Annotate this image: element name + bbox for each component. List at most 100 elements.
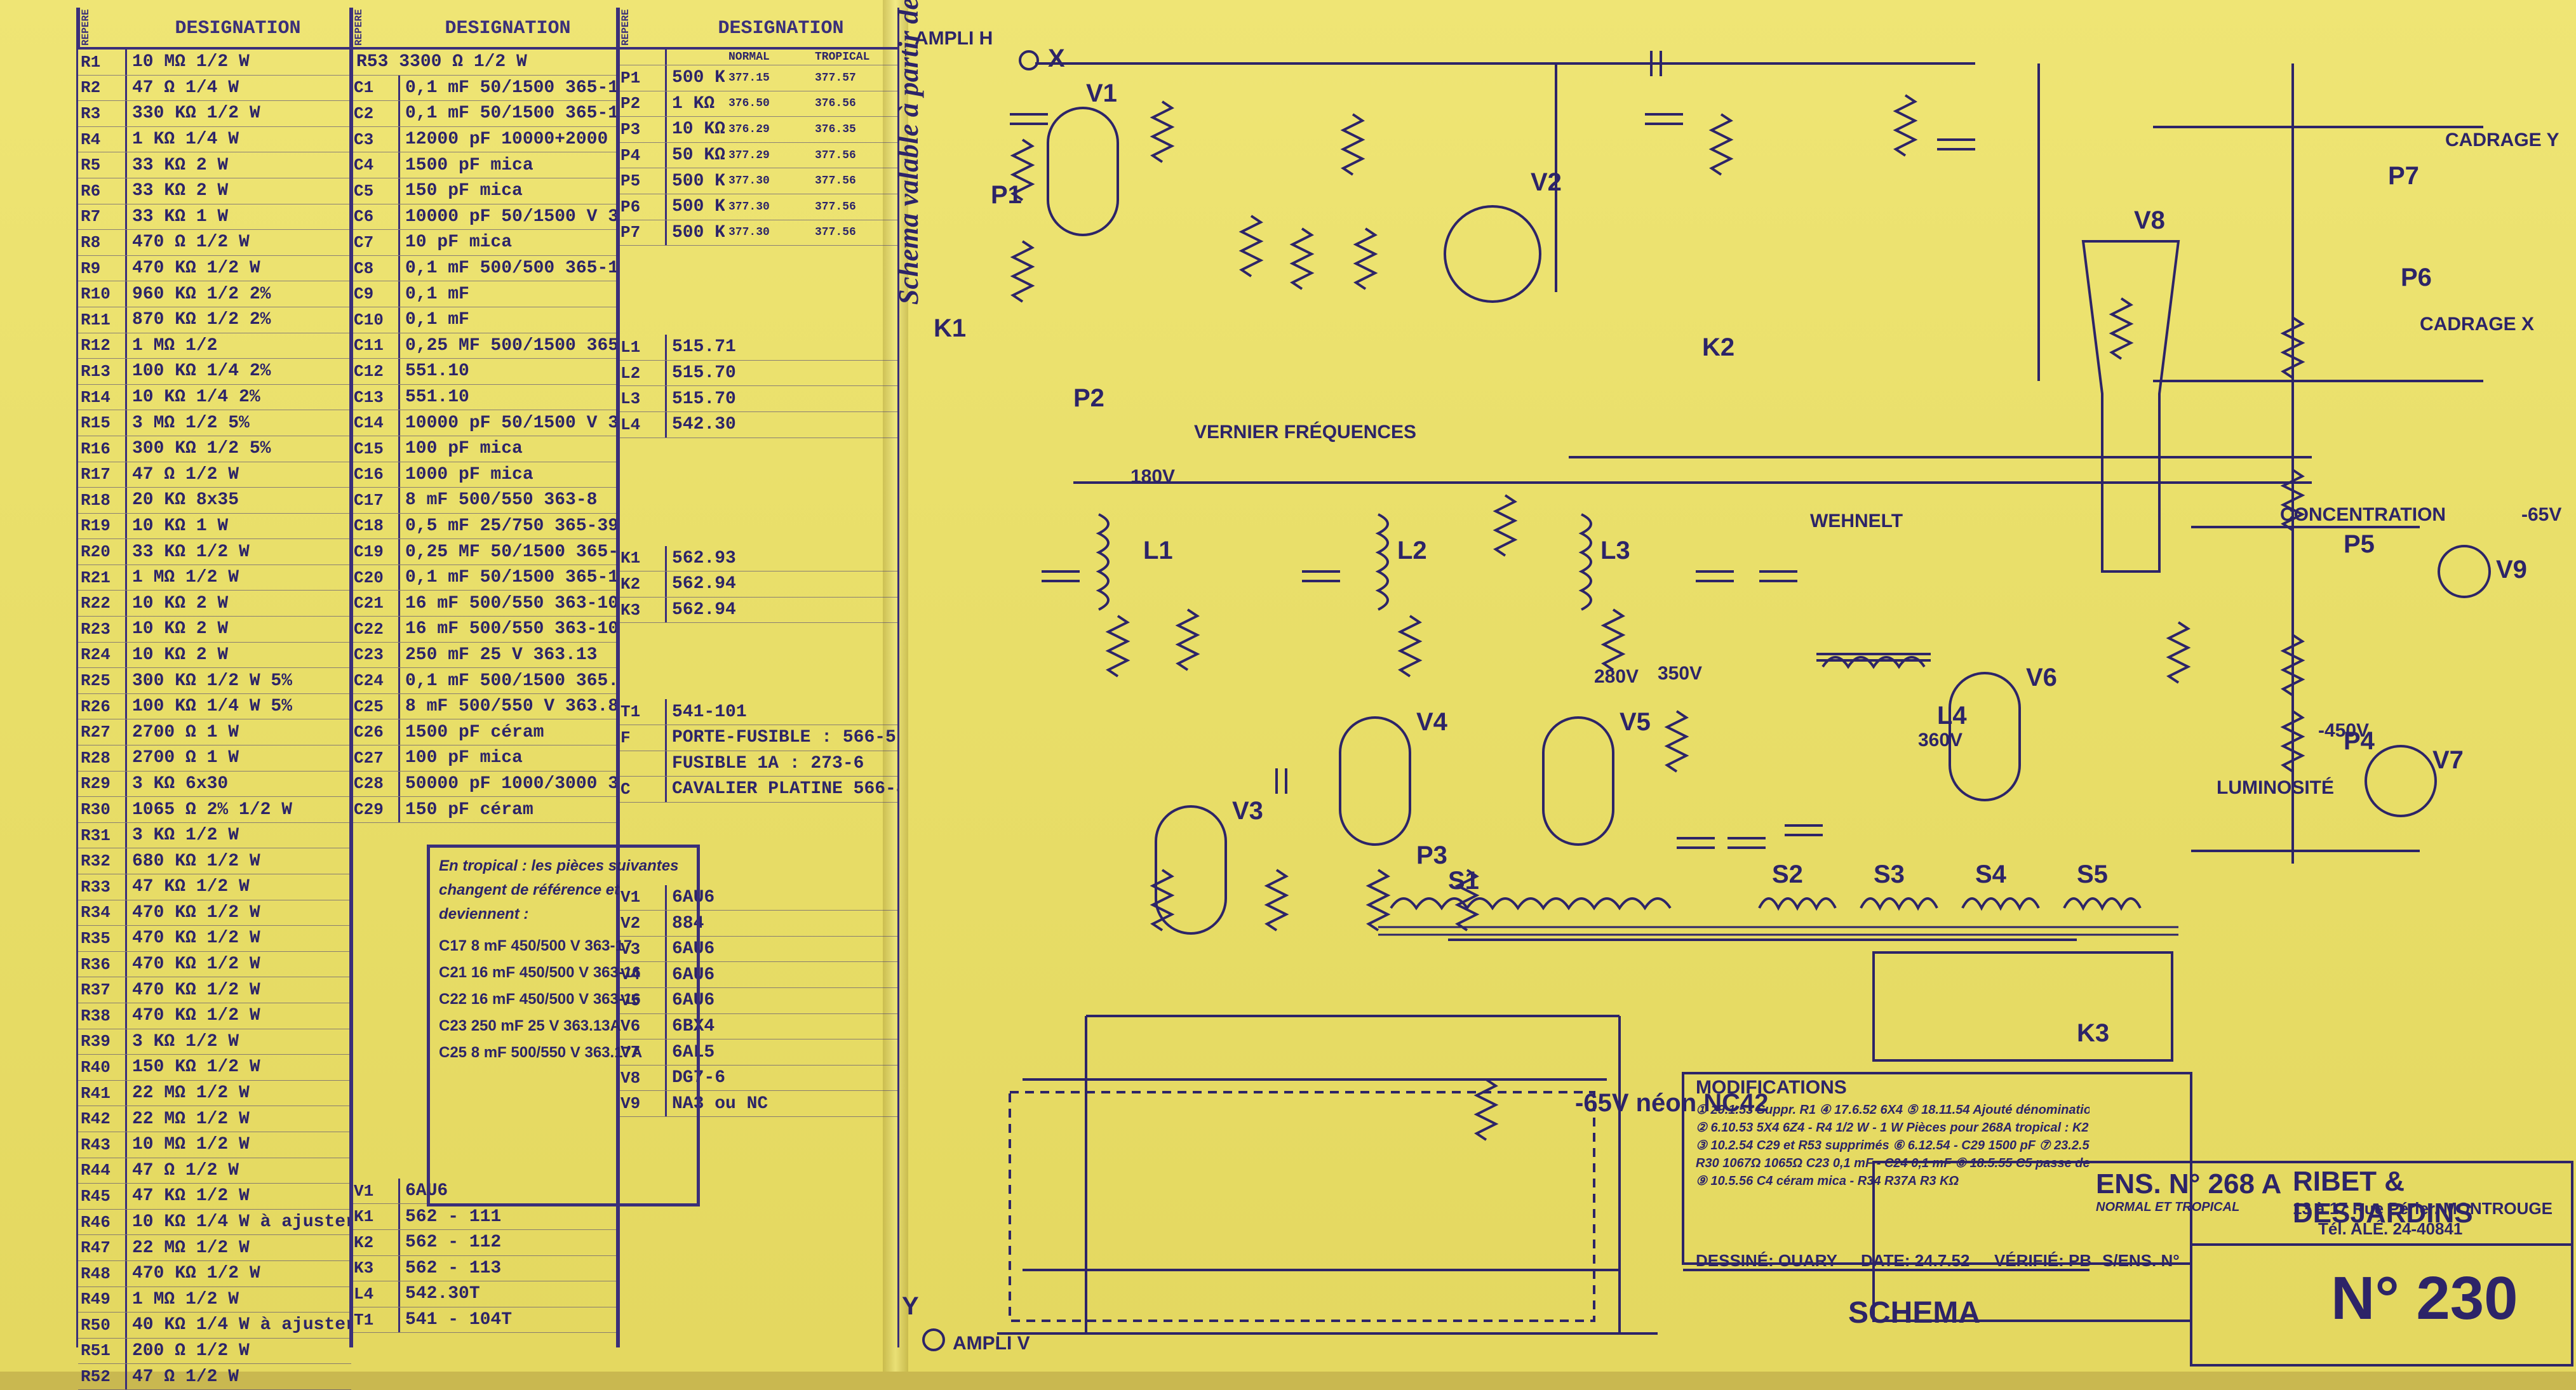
- designation-cell: 470 KΩ 1/2 W: [132, 1264, 260, 1284]
- designation-cell: 33 KΩ 1 W: [132, 206, 229, 227]
- repere-cell: C5: [351, 178, 400, 204]
- repere-cell: R20: [78, 539, 127, 565]
- tropical-title: En tropical : les pièces suivantes chang…: [439, 857, 679, 923]
- repere-cell: R46: [78, 1209, 127, 1235]
- repere-cell: V8: [618, 1065, 667, 1091]
- designation-cell: 12000 pF 10000+2000: [405, 130, 608, 150]
- resistor: [1454, 869, 1480, 932]
- designation-cell: 0,1 mF: [405, 310, 469, 330]
- repere-cell: R4: [78, 126, 127, 152]
- component-label: L4: [1937, 702, 1967, 730]
- repere-cell: K1: [618, 545, 667, 571]
- company-name: RIBET & DESJARDINS: [2293, 1166, 2473, 1229]
- designation-cell: 100 pF mica: [405, 748, 523, 768]
- repere-cell: R26: [78, 693, 127, 719]
- designation-cell: 2700 Ω 1 W: [132, 722, 239, 742]
- designation-cell: 1065 Ω 2% 1/2 W: [132, 799, 293, 820]
- repere-cell: K1: [351, 1204, 400, 1229]
- component-label: S3: [1874, 860, 1905, 888]
- table-row: FUSIBLE 1A : 273-6: [618, 751, 897, 777]
- resistor: [1664, 710, 1689, 773]
- tropical-code-cell: 377.56: [815, 175, 856, 188]
- tropical-item: C17 8 mF 450/500 V 363-17: [439, 937, 633, 954]
- repere-cell: R31: [78, 822, 127, 848]
- repere-cell: R37: [78, 977, 127, 1003]
- designation-cell: 470 KΩ 1/2 W: [132, 980, 260, 1000]
- repere-cell: R51: [78, 1338, 127, 1364]
- repere-cell: R41: [78, 1080, 127, 1106]
- repere-cell: L4: [618, 411, 667, 438]
- designation-cell: 0,5 mF 25/750 365-39: [405, 516, 618, 536]
- ens-subtitle: NORMAL ET TROPICAL: [2096, 1200, 2240, 1214]
- capacitor: [1677, 837, 1715, 849]
- designation-cell: 10 KΩ BoB: [672, 119, 725, 140]
- repere-cell: V6: [618, 1013, 667, 1039]
- resistor: [1150, 869, 1175, 932]
- designation-cell: 1 MΩ 1/2: [132, 335, 218, 356]
- repere-cell: C28: [351, 771, 400, 797]
- repere-cell: C1: [351, 75, 400, 101]
- resistor: [1708, 113, 1734, 176]
- resistor: [1893, 94, 1918, 157]
- designation-cell: 562.93: [672, 548, 736, 568]
- designation-cell: 250 mF 25 V 363.13: [405, 645, 598, 665]
- modification-line: ③ 10.2.54 C29 et R53 supprimés ⑥ 6.12.54…: [1696, 1139, 2090, 1153]
- designation-cell: 6AU6: [672, 887, 715, 907]
- repere-cell: R8: [78, 230, 127, 255]
- repere-cell: R14: [78, 384, 127, 410]
- designation-cell: 10 KΩ 1 W: [132, 516, 229, 536]
- repere-cell: R28: [78, 745, 127, 771]
- designation-cell: 541 - 104T: [405, 1310, 513, 1330]
- repere-cell: R12: [78, 333, 127, 359]
- designation-cell: 200 Ω 1/2 W: [132, 1340, 250, 1361]
- resistor: [2280, 469, 2305, 531]
- designation-cell: 16 mF 500/550 363-10: [405, 619, 618, 639]
- designation-cell: 10 MΩ 1/2 W: [132, 52, 250, 72]
- repere-cell: P6: [618, 194, 667, 220]
- circuit-schematic: AMPLI H X Y AMPLI V VERNIER FRÉQUENCES W…: [902, 28, 2573, 1367]
- component-label: P3: [1416, 841, 1447, 869]
- normal-code-cell: 377.30: [728, 175, 770, 188]
- designation-cell: 10000 pF 50/1500 V 365-18: [405, 413, 618, 433]
- designation-cell: 551.10: [405, 361, 469, 382]
- normal-code-cell: 377.29: [728, 149, 770, 162]
- resistor: [1264, 869, 1289, 932]
- designation-cell: 0,1 mF 500/1500 365.14: [405, 671, 618, 691]
- repere-cell: C10: [351, 307, 400, 333]
- tube-label: V8: [2134, 206, 2165, 234]
- designation-cell: 2700 Ω 1 W: [132, 748, 239, 768]
- repere-cell: R22: [78, 591, 127, 617]
- repere-cell: C16: [351, 462, 400, 488]
- tropical-code-cell: 376.56: [815, 97, 856, 110]
- repere-cell: P5: [618, 168, 667, 194]
- designation-cell: 6AU6: [672, 939, 715, 959]
- repere-cell: R27: [78, 719, 127, 745]
- repere-cell: R48: [78, 1260, 127, 1286]
